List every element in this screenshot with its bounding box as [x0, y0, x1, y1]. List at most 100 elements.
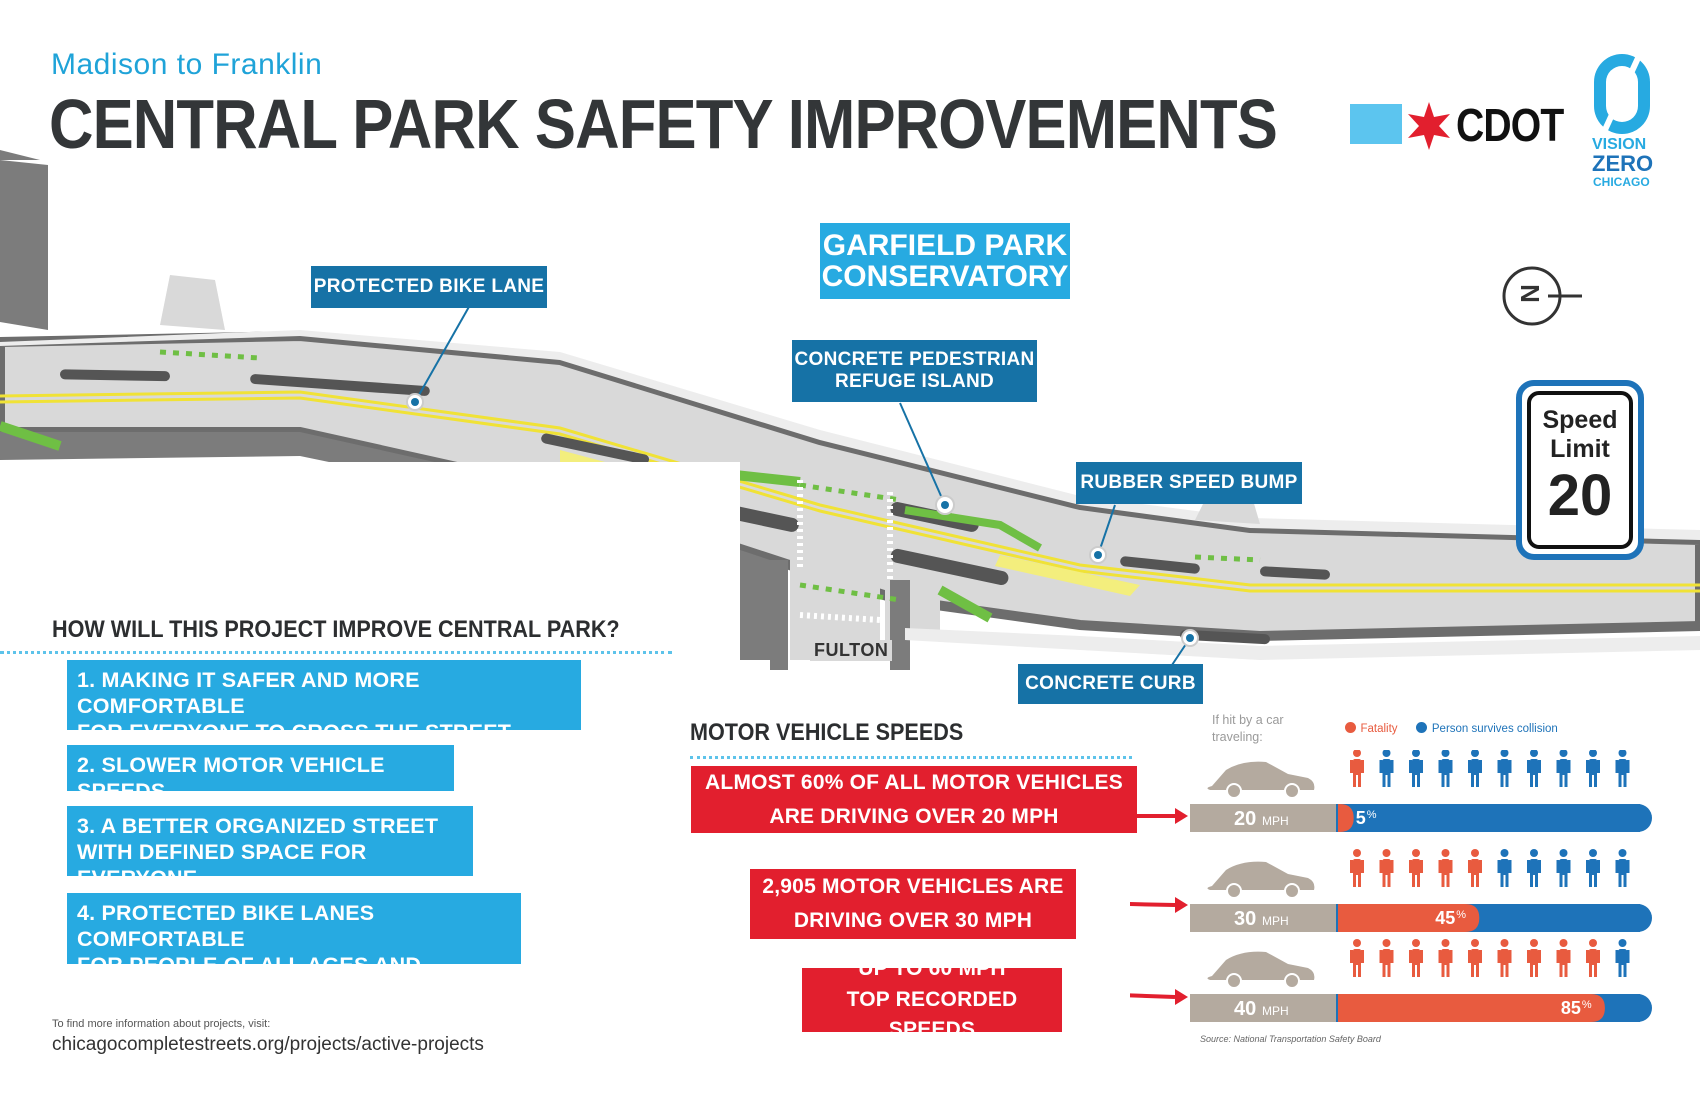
- value-percent-1: %: [1456, 909, 1466, 921]
- block-left: [0, 150, 48, 330]
- speed-unit-0: MPH: [1262, 814, 1289, 828]
- person-icon-2-6: [1527, 939, 1541, 977]
- value-label-0: 5: [1356, 808, 1366, 828]
- person-icon-2-1: [1379, 939, 1394, 977]
- speed-fact-1: ALMOST 60% OF ALL MOTOR VEHICLES ARE DRI…: [691, 766, 1137, 833]
- value-percent-2: %: [1582, 999, 1592, 1011]
- car-wheel-front-2: [1284, 973, 1300, 989]
- person-icon-1-9: [1615, 849, 1630, 887]
- speed-sign-value: 20: [1547, 462, 1613, 528]
- person-icon-2-5: [1497, 939, 1512, 977]
- person-icon-2-2: [1409, 939, 1423, 977]
- garfield-park-label: GARFIELD PARK CONSERVATORY: [820, 223, 1070, 299]
- footer-url[interactable]: chicagocompletestreets.org/projects/acti…: [52, 1034, 484, 1055]
- speed-unit-1: MPH: [1262, 914, 1289, 928]
- person-icon-0-5: [1497, 750, 1512, 787]
- street-label-fulton: FULTON: [810, 640, 893, 661]
- page-title: CENTRAL PARK SAFETY IMPROVEMENTS: [49, 85, 1278, 163]
- person-icon-1-4: [1468, 849, 1482, 887]
- survive-bar-fill-0: [1336, 804, 1640, 832]
- person-icon-0-2: [1409, 750, 1423, 787]
- speed-fact-3: UP TO 60 MPH TOP RECORDED SPEEDS: [802, 957, 1062, 1041]
- speed-fact-2: 2,905 MOTOR VEHICLES ARE DRIVING OVER 30…: [750, 869, 1076, 939]
- car-wheel-front-1: [1284, 883, 1300, 899]
- person-icon-0-9: [1615, 750, 1630, 787]
- north-arrow-icon: [1502, 266, 1582, 326]
- speed-unit-2: MPH: [1262, 1004, 1289, 1018]
- improvement-3-line1: 3. A BETTER ORGANIZED STREET: [77, 814, 439, 838]
- north-arrow: N: [1500, 264, 1584, 328]
- speeds-heading: MOTOR VEHICLE SPEEDS: [690, 719, 964, 746]
- person-icon-0-1: [1379, 750, 1394, 787]
- speed-label-bg-1: [1190, 904, 1338, 932]
- person-icon-1-8: [1586, 849, 1600, 887]
- car-wheel-front-0: [1284, 783, 1300, 799]
- person-icon-0-4: [1468, 750, 1482, 787]
- chart-axis-title: If hit by a car traveling:: [1212, 712, 1284, 746]
- star-icon: [1408, 102, 1450, 150]
- person-icon-1-6: [1527, 849, 1541, 887]
- cdot-blue-block: [1350, 104, 1402, 144]
- value-label-2: 85: [1561, 998, 1581, 1018]
- fact-1-line1: ALMOST 60% OF ALL MOTOR VEHICLES: [705, 770, 1123, 794]
- north-letter: N: [1514, 284, 1545, 303]
- car-icon-20: [1207, 761, 1315, 790]
- axis-title-line1: If hit by a car: [1212, 713, 1284, 727]
- improvements-divider: [0, 651, 672, 654]
- car-wheel-rear-2: [1226, 973, 1242, 989]
- garfield-line1: GARFIELD PARK: [822, 228, 1068, 262]
- garfield-line2: CONSERVATORY: [821, 260, 1069, 293]
- speed-label-bg-2: [1190, 994, 1338, 1022]
- fact-arrows: [1130, 808, 1188, 1005]
- footer-note: To find more information about projects,…: [52, 1018, 271, 1030]
- improvements-heading: HOW WILL THIS PROJECT IMPROVE CENTRAL PA…: [52, 616, 620, 643]
- legend-survive-label: Person survives collision: [1431, 723, 1558, 735]
- vz-line1: VISION: [1592, 136, 1647, 153]
- callout-speed-bump: RUBBER SPEED BUMP: [1076, 462, 1302, 504]
- legend-survive-swatch: [1416, 722, 1428, 734]
- person-icon-0-3: [1438, 750, 1453, 787]
- callout-refuge-island: CONCRETE PEDESTRIAN REFUGE ISLAND: [792, 340, 1037, 402]
- refuge-line1: CONCRETE PEDESTRIAN: [794, 349, 1035, 371]
- car-wheel-rear-0: [1226, 783, 1242, 799]
- person-icon-1-2: [1409, 849, 1423, 887]
- speed-limit-sign: Speed Limit 20: [1516, 380, 1644, 560]
- improvement-item-3: 3. A BETTER ORGANIZED STREET WITH DEFINE…: [67, 806, 473, 890]
- improvement-4-line2: FOR PEOPLE OF ALL AGES AND ABILITIES: [77, 953, 422, 1004]
- improvement-item-2: 2. SLOWER MOTOR VEHICLE SPEEDS: [67, 745, 454, 803]
- person-icon-0-6: [1527, 750, 1541, 787]
- speed-sign-line1: Speed: [1542, 406, 1618, 434]
- chart-source: Source: National Transportation Safety B…: [1200, 1034, 1381, 1044]
- axis-title-line2: traveling:: [1212, 729, 1263, 744]
- speed-label-1: 30: [1234, 908, 1256, 930]
- improvement-1-line1: 1. MAKING IT SAFER AND MORE COMFORTABLE: [77, 668, 420, 719]
- fact-3-line2: TOP RECORDED SPEEDS: [846, 987, 1018, 1042]
- callout-protected-bike-lane: PROTECTED BIKE LANE: [311, 266, 547, 308]
- vision-zero-mark-icon: [1594, 54, 1650, 134]
- person-icon-1-0: [1350, 849, 1364, 887]
- person-icon-0-0: [1350, 750, 1364, 787]
- cdot-wordmark: CDOT: [1456, 99, 1564, 151]
- speed-label-2: 40: [1234, 998, 1256, 1020]
- person-icon-1-3: [1438, 849, 1453, 887]
- vz-line2: ZERO: [1592, 151, 1654, 176]
- person-icon-2-9: [1615, 939, 1630, 977]
- person-icon-2-3: [1438, 939, 1453, 977]
- person-icon-1-7: [1556, 849, 1571, 887]
- person-icon-1-5: [1497, 849, 1512, 887]
- speed-sign-line2: Limit: [1550, 435, 1610, 464]
- fact-2-line2: DRIVING OVER 30 MPH: [793, 909, 1033, 932]
- car-icon-40: [1207, 951, 1315, 980]
- subtitle: Madison to Franklin: [51, 48, 323, 81]
- chart-legend: Fatality Person survives collision: [1345, 719, 1558, 737]
- car-icon-30: [1207, 861, 1315, 890]
- speed-label-0: 20: [1234, 808, 1256, 830]
- improvement-4-line1: 4. PROTECTED BIKE LANES COMFORTABLE: [77, 901, 375, 952]
- block-bottom-left: [0, 432, 770, 660]
- vz-line3: CHICAGO: [1593, 175, 1650, 189]
- person-icon-1-1: [1379, 849, 1394, 887]
- refuge-line2: REFUGE ISLAND: [834, 371, 995, 392]
- fact-1-line2: ARE DRIVING OVER 20 MPH: [769, 804, 1059, 828]
- speeds-divider: [690, 756, 1132, 759]
